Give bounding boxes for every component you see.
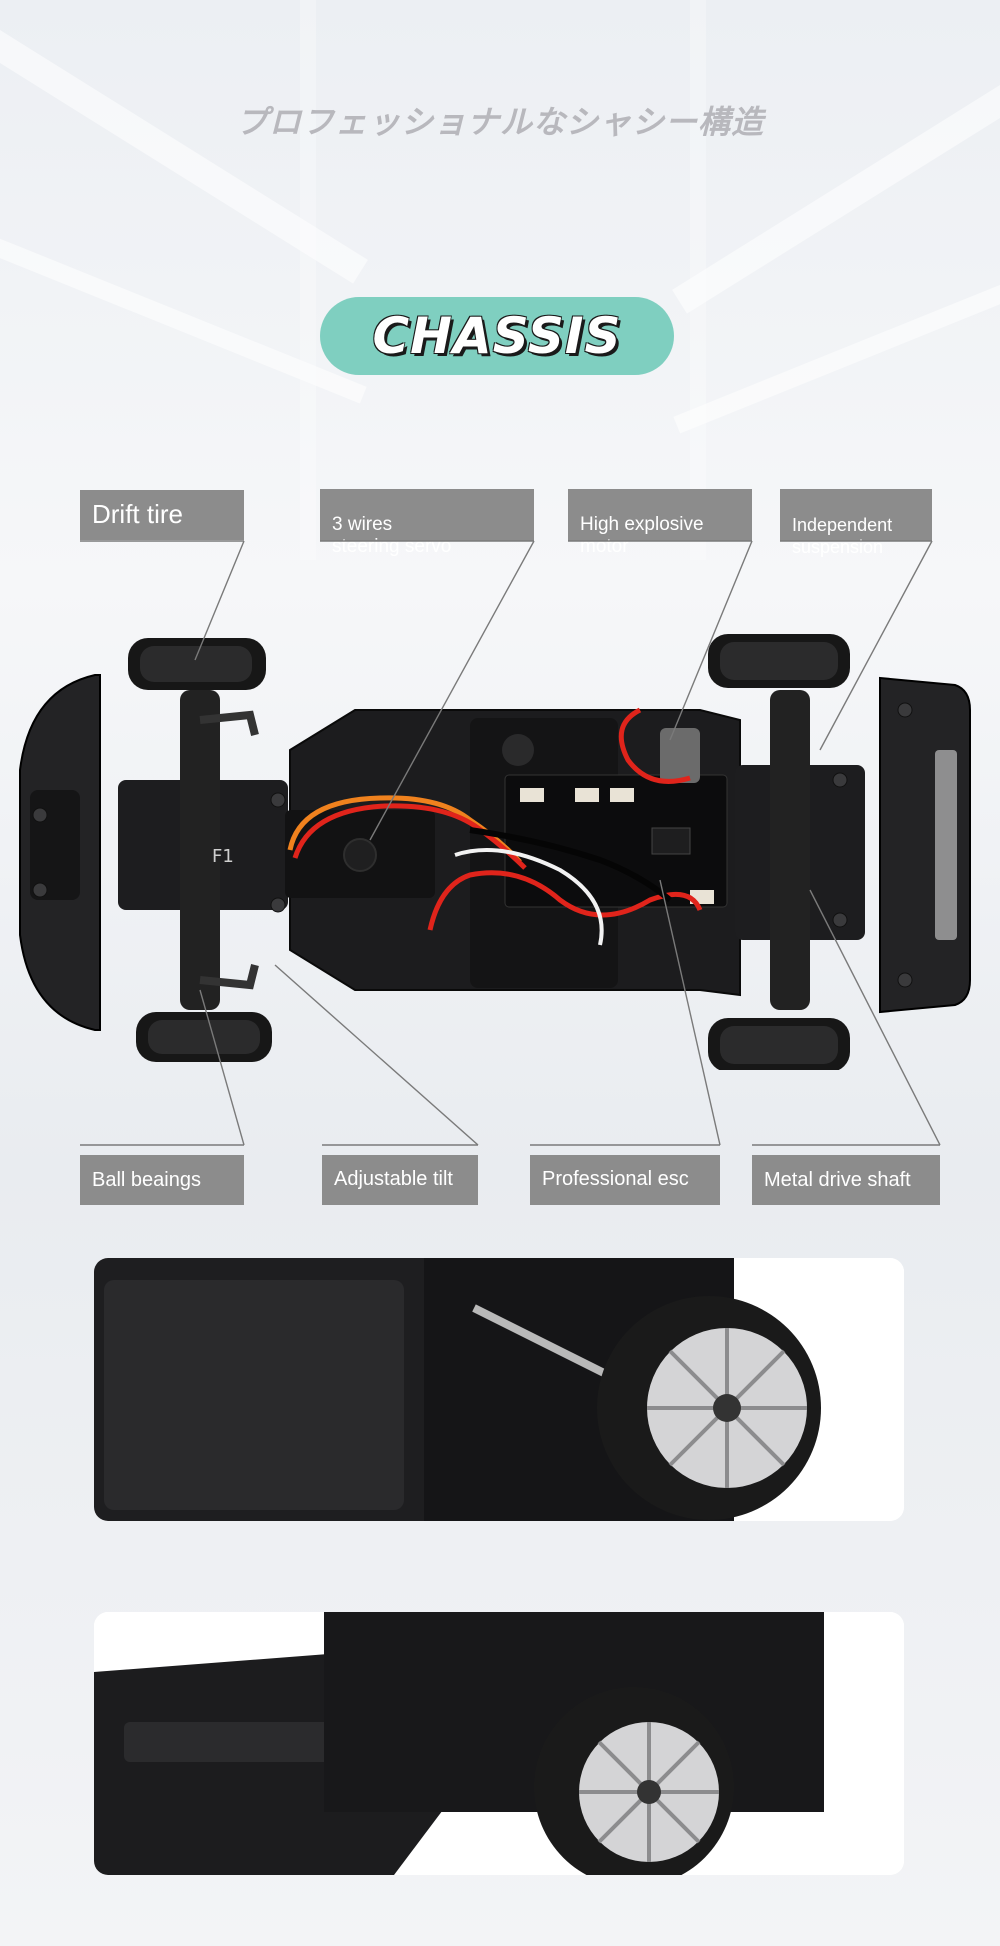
- badge-title: CHASSIS: [372, 307, 622, 365]
- label-text: Professional esc: [542, 1168, 689, 1190]
- label-drive-shaft: Metal drive shaft: [752, 1155, 940, 1205]
- label-text: Adjustable tilt: [334, 1168, 453, 1190]
- label-text: Metal drive shaft: [764, 1169, 911, 1191]
- front-marking-text: F1: [212, 846, 234, 867]
- chassis-closeup-photo-1: [94, 1258, 904, 1521]
- motor-wire-red: [618, 707, 691, 784]
- label-text: Independent suspension: [792, 515, 893, 557]
- label-ball-bearings: Ball beaings: [80, 1155, 244, 1205]
- label-suspension: Independent suspension: [780, 489, 932, 557]
- label-drift-tire: Drift tire: [80, 490, 244, 540]
- label-steering-servo: 3 wires steering servo: [320, 489, 534, 557]
- chassis-closeup-photo-2: [94, 1612, 904, 1875]
- esc-board: [504, 774, 728, 908]
- page-heading: プロフェッショナルなシャシー構造: [235, 103, 764, 141]
- label-motor: High explosive motor: [568, 489, 752, 557]
- label-text: Ball beaings: [92, 1169, 201, 1191]
- label-adjustable-tilt: Adjustable tilt: [322, 1155, 478, 1205]
- label-text: High explosive motor: [580, 514, 704, 557]
- motor: [660, 728, 700, 783]
- chassis-badge: CHASSIS: [320, 297, 674, 375]
- label-text: 3 wires steering servo: [332, 514, 452, 557]
- label-professional-esc: Professional esc: [530, 1155, 720, 1205]
- antenna-wire-white: [454, 848, 604, 946]
- label-text: Drift tire: [92, 499, 183, 529]
- chassis-top-view: F1: [19, 634, 971, 1070]
